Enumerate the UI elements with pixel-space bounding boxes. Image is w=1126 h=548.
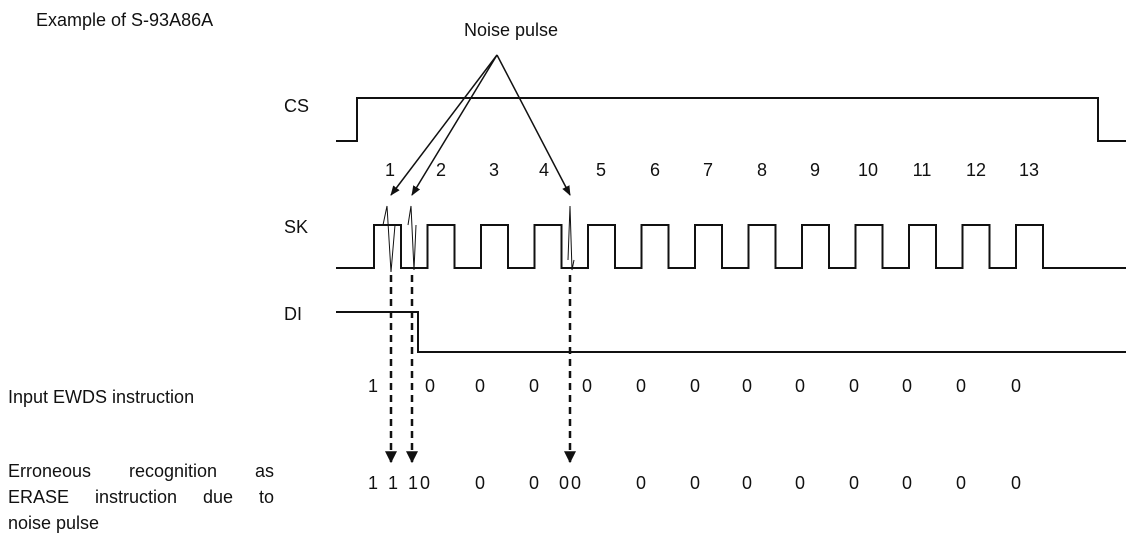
input-bit: 0 (742, 376, 752, 396)
clock-number: 8 (757, 160, 767, 180)
sk-signal-label: SK (284, 217, 308, 237)
erroneous-bit: 0 (636, 473, 646, 493)
input-bits: 1 0 0 0 0 0 0 0 0 0 0 0 0 (368, 376, 1021, 396)
noise-pointer-arrows (390, 54, 571, 196)
erroneous-label-line-1: Erroneous recognition as (8, 461, 274, 481)
erroneous-bit: 0 (956, 473, 966, 493)
clock-number: 6 (650, 160, 660, 180)
input-bit: 0 (902, 376, 912, 396)
noise-pulse-2 (407, 205, 417, 271)
sk-waveform (336, 224, 1126, 269)
erroneous-bit: 0 (1011, 473, 1021, 493)
erroneous-bit: 0 (559, 473, 569, 493)
erroneous-bit: 0 (420, 473, 430, 493)
erroneous-bit: 0 (529, 473, 539, 493)
input-bit: 0 (1011, 376, 1021, 396)
noise-arrow-3 (496, 54, 571, 196)
erroneous-bit: 1 (368, 473, 378, 493)
clock-number: 10 (858, 160, 878, 180)
clock-number: 2 (436, 160, 446, 180)
noise-pulse-1 (382, 205, 396, 273)
erroneous-bit: 0 (795, 473, 805, 493)
input-bit: 0 (529, 376, 539, 396)
erroneous-bit: 1 (388, 473, 398, 493)
noise-pulses (382, 205, 575, 273)
clock-number: 1 (385, 160, 395, 180)
input-bit: 0 (956, 376, 966, 396)
example-label: Example of S-93A86A (36, 10, 213, 30)
recognition-arrows (385, 275, 576, 464)
erroneous-bit: 0 (475, 473, 485, 493)
noise-pulse-label: Noise pulse (464, 20, 558, 40)
input-bit: 0 (425, 376, 435, 396)
input-bit: 0 (795, 376, 805, 396)
clock-number: 3 (489, 160, 499, 180)
input-ewds-label: Input EWDS instruction (8, 387, 195, 407)
erroneous-bit: 0 (902, 473, 912, 493)
erroneous-label-line-3: noise pulse (8, 513, 100, 533)
clock-number: 9 (810, 160, 820, 180)
erroneous-bit: 0 (742, 473, 752, 493)
input-bit: 0 (636, 376, 646, 396)
di-signal-label: DI (284, 304, 302, 324)
input-bit: 1 (368, 376, 378, 396)
clock-number: 13 (1019, 160, 1039, 180)
erroneous-bit: 0 (849, 473, 859, 493)
input-bit: 0 (849, 376, 859, 396)
input-bit: 0 (690, 376, 700, 396)
erroneous-label-line-2: ERASE instruction due to (8, 487, 274, 507)
noise-arrow-1 (390, 54, 498, 196)
clock-number: 5 (596, 160, 606, 180)
erroneous-recognition-label: Erroneous recognition as ERASE instructi… (8, 458, 274, 536)
clock-number: 4 (539, 160, 549, 180)
input-bit: 0 (582, 376, 592, 396)
di-waveform (336, 311, 1126, 353)
noise-arrow-2 (411, 54, 498, 196)
input-bit: 0 (475, 376, 485, 396)
cs-signal-label: CS (284, 96, 309, 116)
erroneous-bit: 0 (571, 473, 581, 493)
clock-number: 7 (703, 160, 713, 180)
erroneous-bit: 0 (690, 473, 700, 493)
erroneous-bit: 1 (408, 473, 418, 493)
noise-pulse-3 (567, 205, 575, 271)
cs-waveform (336, 97, 1126, 142)
clock-number: 12 (966, 160, 986, 180)
clock-number: 11 (913, 160, 932, 180)
